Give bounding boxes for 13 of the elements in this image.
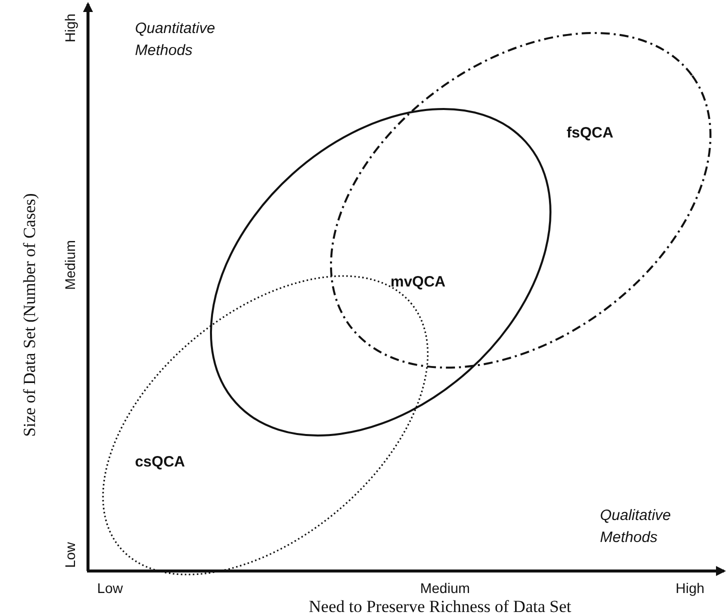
set-label: csQCA bbox=[134, 453, 185, 470]
axis-tick-label: High bbox=[676, 580, 704, 596]
axis-title: Need to Preserve Richness of Data Set bbox=[308, 597, 572, 615]
axis-tick-label: Low bbox=[62, 542, 78, 568]
quadrant-label: Qualitative Methods bbox=[600, 506, 672, 548]
axis-tick-label: High bbox=[62, 14, 78, 42]
quadrant-label: Quantitative Methods bbox=[135, 19, 216, 61]
axis-tick-label: Low bbox=[97, 580, 123, 596]
axis-title: Size of Data Set (Number of Cases) bbox=[20, 193, 40, 437]
set-label: mvQCA bbox=[390, 273, 446, 290]
axis-tick-label: Medium bbox=[420, 580, 470, 596]
set-label: fsQCA bbox=[566, 124, 614, 142]
axis-tick-label: Medium bbox=[62, 240, 78, 290]
